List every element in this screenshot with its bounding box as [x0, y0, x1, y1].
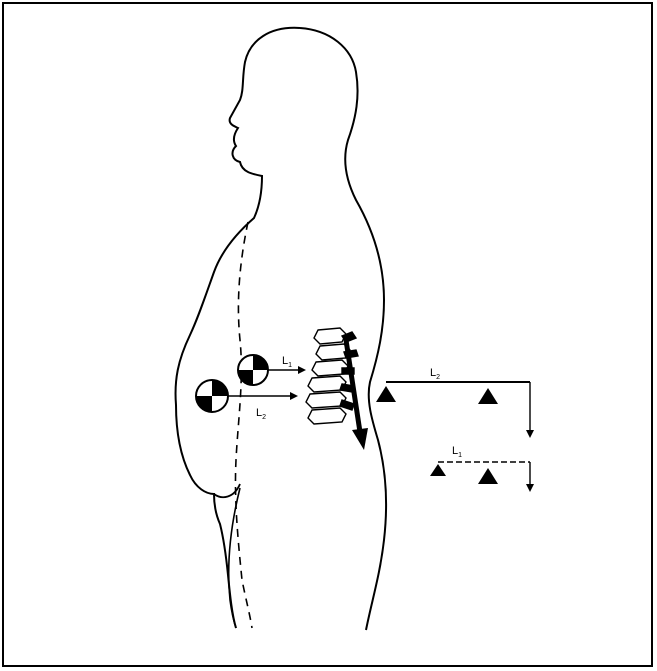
body-lever-l2-label: L2: [256, 407, 266, 421]
fulcrum-lower-right: [478, 468, 498, 484]
center-of-mass-l2: [196, 380, 228, 412]
fulcrum-upper-left: [376, 386, 396, 402]
leg-line: [229, 488, 240, 628]
lever-arrow-l1: [268, 366, 306, 374]
beam-upper-label: L2: [430, 367, 440, 381]
fulcrum-upper-right: [478, 388, 498, 404]
dashed-abdominal-line: [235, 222, 252, 628]
beam-lower-label: L1: [452, 445, 462, 459]
body-outline-back: [300, 28, 386, 630]
lever-arrow-l2: [228, 392, 298, 400]
body-lever-l1-label: L1: [282, 355, 292, 369]
beam-upper: [376, 382, 534, 438]
fulcrum-lower-left: [430, 464, 446, 476]
body-outline-front: [176, 28, 300, 628]
center-of-mass-l1: [238, 355, 268, 385]
beam-lower: [430, 462, 534, 492]
